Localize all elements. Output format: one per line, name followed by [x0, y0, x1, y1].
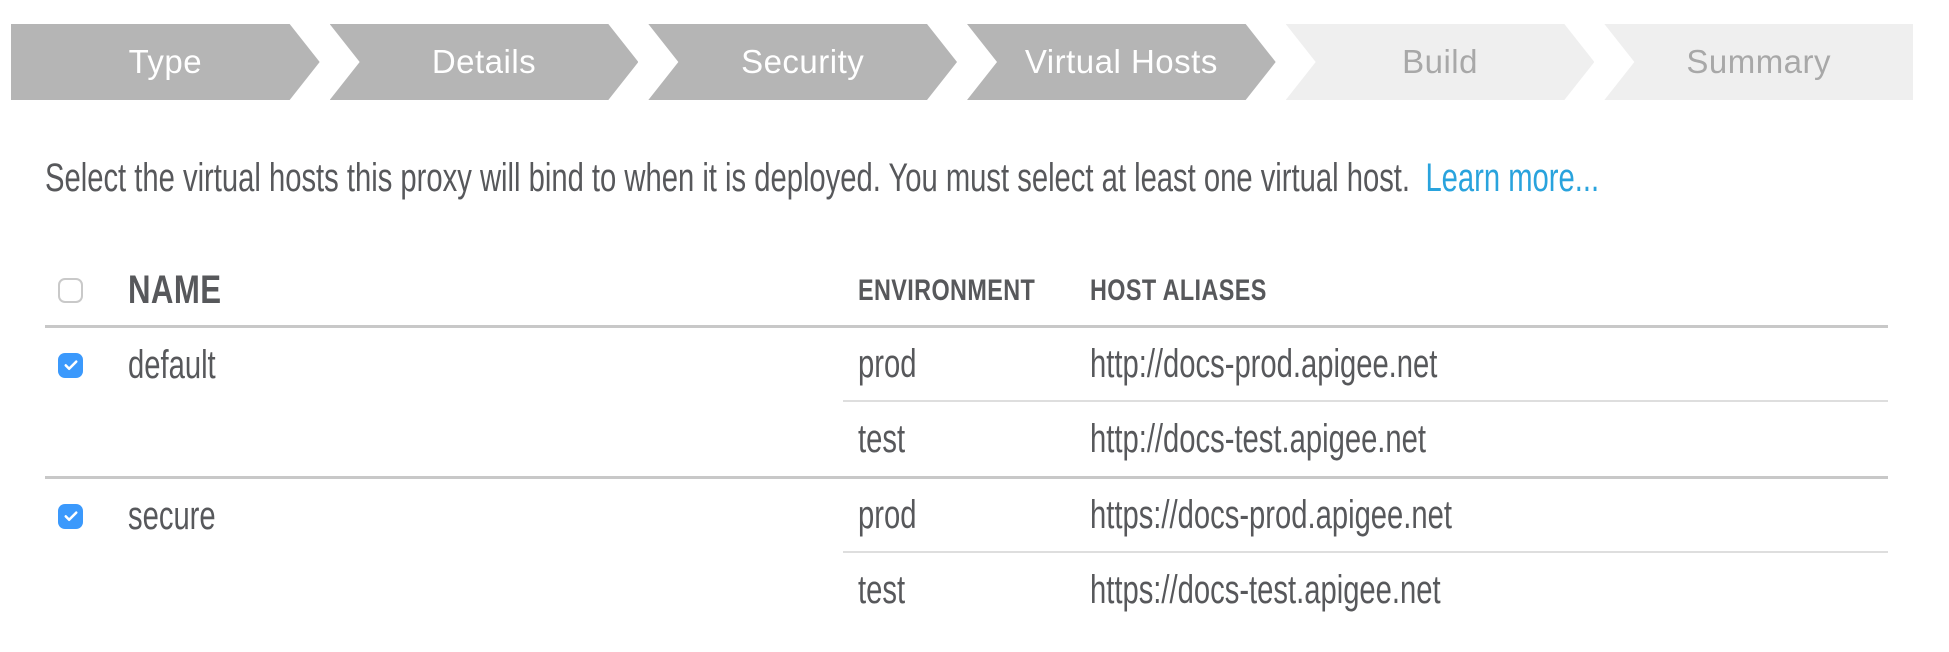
- checkmark-icon: [63, 360, 78, 371]
- step-build-label: Build: [1402, 43, 1478, 80]
- row-default-checkbox[interactable]: [58, 352, 83, 378]
- table-row: secure prod https://docs-prod.apigee.net…: [45, 479, 1888, 627]
- intro-sentence: Select the virtual hosts this proxy will…: [45, 152, 1949, 204]
- host-alias-cell: https://docs-test.apigee.net: [1090, 567, 1441, 612]
- environment-cell: prod: [858, 341, 917, 386]
- wizard-stepper: Type Details Security Virtual Hosts Buil…: [11, 24, 1914, 100]
- virtual-hosts-table: NAME ENVIRONMENT HOST ALIASES default: [45, 256, 1888, 627]
- host-alias-cell: http://docs-prod.apigee.net: [1090, 341, 1438, 386]
- step-security-label: Security: [741, 43, 865, 80]
- step-build: Build: [1286, 24, 1595, 100]
- table-header-row: NAME ENVIRONMENT HOST ALIASES: [45, 256, 1888, 328]
- row-secure-checkbox[interactable]: [58, 503, 83, 529]
- step-virtual-hosts-label: Virtual Hosts: [1024, 43, 1218, 80]
- step-summary: Summary: [1604, 24, 1914, 100]
- step-virtual-hosts[interactable]: Virtual Hosts: [967, 24, 1276, 100]
- step-security[interactable]: Security: [648, 24, 957, 100]
- column-header-name: NAME: [128, 268, 222, 312]
- step-details[interactable]: Details: [330, 24, 639, 100]
- step-type-label: Type: [128, 43, 203, 80]
- step-summary-label: Summary: [1686, 43, 1832, 80]
- binding-row: test https://docs-test.apigee.net: [843, 553, 1888, 627]
- column-header-environment: ENVIRONMENT: [858, 273, 1036, 307]
- select-all-checkbox[interactable]: [58, 278, 83, 303]
- row-name: secure: [128, 493, 216, 538]
- column-header-host-aliases: HOST ALIASES: [1090, 273, 1267, 307]
- binding-row: prod http://docs-prod.apigee.net: [843, 328, 1888, 402]
- environment-cell: test: [858, 416, 906, 461]
- host-alias-cell: http://docs-test.apigee.net: [1090, 416, 1427, 461]
- step-details-label: Details: [431, 43, 537, 80]
- learn-more-link[interactable]: Learn more...: [1425, 156, 1600, 200]
- row-name: default: [128, 342, 216, 387]
- step-type[interactable]: Type: [11, 24, 320, 100]
- host-alias-cell: https://docs-prod.apigee.net: [1090, 492, 1453, 537]
- environment-cell: prod: [858, 492, 917, 537]
- binding-row: test http://docs-test.apigee.net: [843, 402, 1888, 476]
- binding-row: prod https://docs-prod.apigee.net: [843, 479, 1888, 553]
- table-row: default prod http://docs-prod.apigee.net…: [45, 328, 1888, 479]
- environment-cell: test: [858, 567, 906, 612]
- checkmark-icon: [63, 511, 78, 522]
- intro-text: Select the virtual hosts this proxy will…: [45, 156, 1411, 200]
